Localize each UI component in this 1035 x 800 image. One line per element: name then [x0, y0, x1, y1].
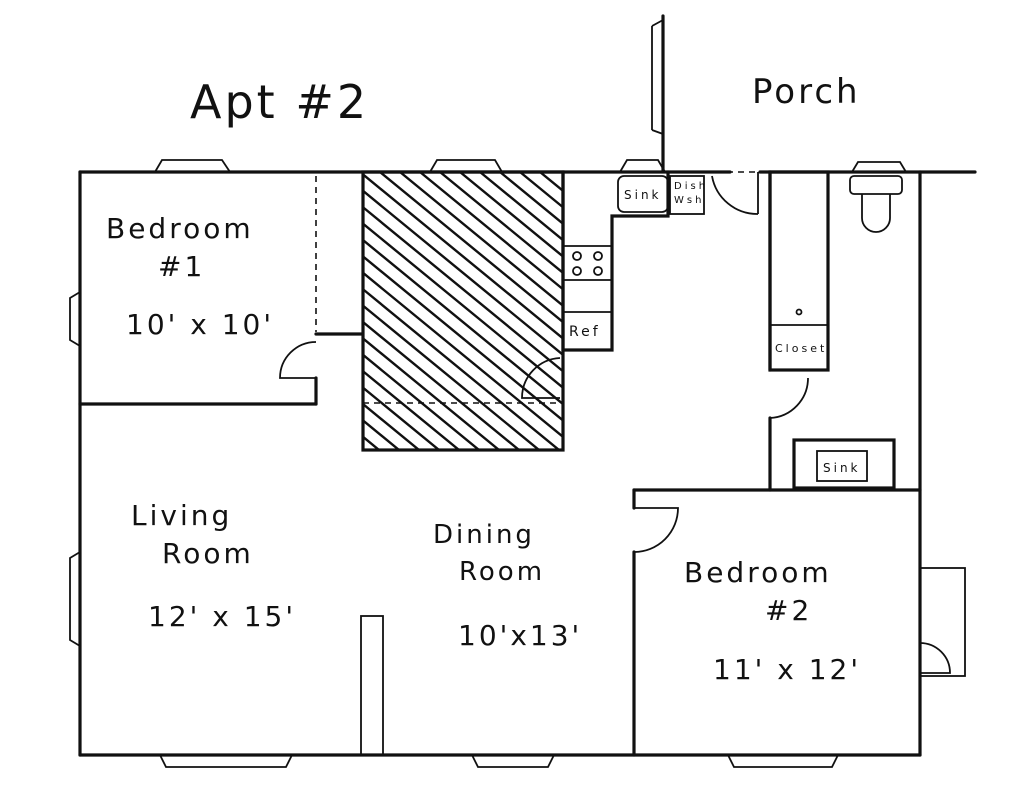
stair-hatch-line — [363, 320, 521, 450]
stair-hatch-line — [499, 172, 563, 226]
stove — [572, 251, 603, 276]
svg-text:Bedroom: Bedroom — [106, 212, 254, 245]
stair-hatch-line — [363, 189, 563, 357]
stair-hatch-line — [363, 172, 563, 341]
porch-wall — [651, 14, 665, 172]
kitchen-sink: Sink — [617, 175, 669, 213]
stair-hatch-line — [363, 254, 563, 423]
stair-hatch-line — [363, 369, 461, 450]
partition-wall — [360, 615, 384, 756]
svg-text:Living: Living — [131, 499, 232, 532]
stair-hatch-line — [439, 172, 563, 275]
svg-text:Sink: Sink — [823, 461, 861, 475]
stair-hatch-line — [363, 238, 563, 406]
svg-text:Dish: Dish — [674, 181, 708, 192]
svg-text:Sink: Sink — [624, 188, 662, 202]
stair-hatch-line — [363, 304, 541, 450]
svg-text:Dining: Dining — [433, 520, 535, 550]
stair-hatch-line — [379, 172, 563, 324]
bedroom2-exterior-door — [919, 567, 966, 677]
stair-hatch-line — [399, 172, 563, 308]
dishwasher: Dish Wsh — [669, 175, 708, 215]
stair-hatch-line — [363, 353, 481, 450]
svg-text:Closet: Closet — [775, 342, 827, 355]
svg-text:11' x 12': 11' x 12' — [713, 653, 861, 686]
porch-label: Porch — [752, 72, 861, 112]
svg-text:Bedroom: Bedroom — [684, 556, 832, 589]
refrigerator: Ref — [569, 324, 601, 340]
dining-room-label: Dining Room 10'x13' — [433, 520, 582, 652]
stair-hatch-line — [479, 172, 563, 242]
svg-text:10' x 10': 10' x 10' — [126, 308, 274, 341]
stair-hatch-line — [363, 205, 563, 373]
linen-closet: Closet — [768, 170, 830, 372]
svg-text:10'x13': 10'x13' — [458, 619, 582, 652]
stair-hatch-line — [363, 336, 501, 450]
living-room-label: Living Room 12' x 15' — [131, 499, 296, 633]
entry-door — [711, 172, 759, 215]
bedroom2-walls — [632, 488, 922, 757]
plan-title: Apt #2 — [190, 75, 369, 129]
bathroom-walls — [768, 170, 809, 492]
stair-hatch-line — [363, 271, 563, 439]
stair-hatch-line — [419, 172, 563, 291]
bedroom1-walls — [78, 176, 364, 406]
svg-text:12' x 15': 12' x 15' — [148, 600, 296, 633]
stair-hatch-line — [363, 287, 561, 450]
stair-hatch-line — [459, 172, 563, 259]
svg-text:Wsh: Wsh — [674, 195, 704, 206]
windows — [69, 159, 907, 768]
stair-hatch-line — [363, 386, 441, 450]
svg-text:Ref: Ref — [569, 324, 601, 340]
bedroom2-label: Bedroom #2 11' x 12' — [684, 556, 861, 686]
svg-text:Room: Room — [162, 537, 254, 570]
svg-text:#2: #2 — [765, 594, 812, 627]
svg-text:Room: Room — [459, 557, 545, 587]
bath-sink: Sink — [792, 438, 896, 490]
stairwell — [361, 170, 565, 452]
toilet — [849, 175, 903, 233]
svg-text:#1: #1 — [158, 250, 205, 283]
bedroom1-label: Bedroom #1 10' x 10' — [106, 212, 274, 341]
stair-hatch-line — [363, 222, 563, 390]
stair-hatch-line — [363, 402, 421, 450]
